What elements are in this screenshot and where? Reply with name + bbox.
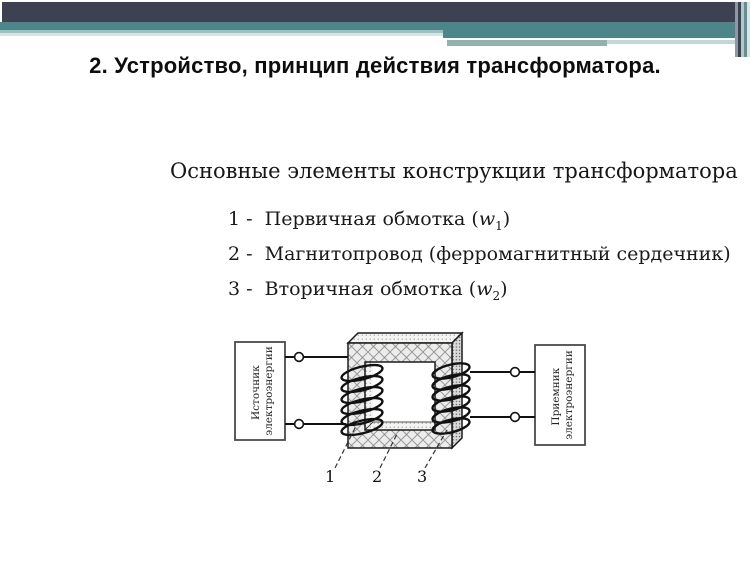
section-heading: Основные элементы конструкции трансформа… [170,159,738,183]
list-item: 1 - Первичная обмотка (w1) [228,208,731,243]
svg-text:Источник электроэнерги: Источник электроэнергии [250,346,275,436]
corner-stripe [741,2,744,57]
svg-text:Приемник электроэнерги: Приемник электроэнергии [550,350,575,440]
header-dark-bar [2,2,736,22]
secondary-winding [431,362,471,435]
header-light-stripe [0,30,443,33]
terminal-icon [509,366,521,378]
primary-winding [340,363,384,437]
list-item-text: 3 - Вторичная обмотка ( [228,278,477,300]
core-window-inner-left [365,362,373,430]
list-item-close: ) [500,278,508,300]
wires [285,356,535,425]
magnetic-core [346,331,464,450]
terminal-icon [293,418,305,430]
corner-stripe [747,2,750,57]
list-item-close: ) [502,208,511,230]
transformer-diagram: Источник электроэнергии Приемник электро… [234,331,586,486]
variable-symbol: w [476,278,493,300]
slide-title: 2. Устройство, принцип действия трансфор… [89,53,661,78]
header-pale-stripe [0,33,443,36]
core-top-face [346,332,464,344]
terminal-icon [293,351,305,363]
variable-subscript: 2 [492,288,501,303]
list-item: 2 - Магнитопровод (ферромагнитный сердеч… [228,243,731,278]
header-teal-extension [443,30,750,38]
corner-stripe [738,2,741,57]
callout-leaders [334,419,448,469]
source-box: Источник электроэнергии [234,341,286,441]
header-teal-band [0,22,750,30]
corner-stripe [735,2,738,57]
header-mid-stripe [447,40,607,46]
header-mid-light-stripe [607,40,750,44]
source-box-label-line1: Источник [250,365,262,420]
terminal-icons [293,351,521,430]
list-item-text: 2 - Магнитопровод (ферромагнитный сердеч… [228,243,731,265]
legend-list: 1 - Первичная обмотка (w1) 2 - Магнитопр… [228,208,731,313]
list-item-text: 1 - Первичная обмотка ( [228,208,479,230]
callout-3: 3 [417,467,427,486]
load-box-label-line1: Приемник [550,367,562,425]
corner-stripe [744,2,747,57]
header-corner-stripes [735,2,750,57]
source-box-label-line2: электроэнергии [263,346,275,436]
terminal-icon [509,411,521,423]
callout-2: 2 [372,467,382,486]
variable-subscript: 1 [495,218,503,233]
callout-1: 1 [325,467,335,486]
variable-symbol: w [478,208,496,230]
list-item: 3 - Вторичная обмотка (w2) [228,278,731,313]
load-box-label-line2: электроэнергии [563,350,575,440]
load-box: Приемник электроэнергии [534,344,586,446]
